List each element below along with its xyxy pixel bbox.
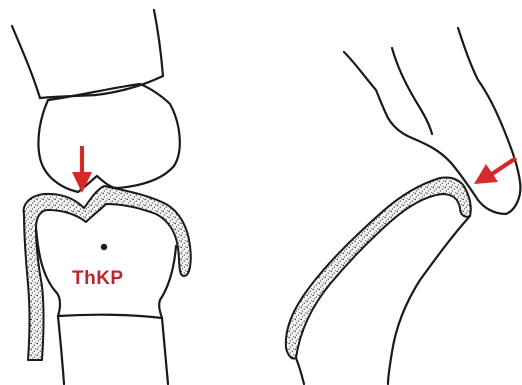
- left-upper-bone-shaft-right: [154, 10, 163, 76]
- right-cartilage-strip: [286, 178, 471, 359]
- left-lower-bone-head-right: [159, 246, 176, 318]
- right-lower-bone-edge: [388, 216, 470, 384]
- right-upper-bone-inner: [392, 48, 432, 134]
- left-joint-figure: [12, 10, 191, 384]
- rotation-center-dot: [101, 244, 107, 250]
- left-lower-bone-shaft-right: [162, 318, 168, 384]
- left-lower-bone-shaft-left: [58, 316, 64, 384]
- thkp-label: ThKP: [72, 268, 124, 290]
- arrow-down-icon: [72, 146, 92, 193]
- left-lower-bone-shaft: [58, 315, 162, 318]
- left-upper-bone-head: [38, 84, 179, 192]
- right-lower-bone-underside: [296, 358, 304, 384]
- arrow-down-left-icon: [474, 158, 516, 184]
- left-upper-bone-shaft: [12, 26, 40, 98]
- right-joint-figure: [286, 28, 521, 384]
